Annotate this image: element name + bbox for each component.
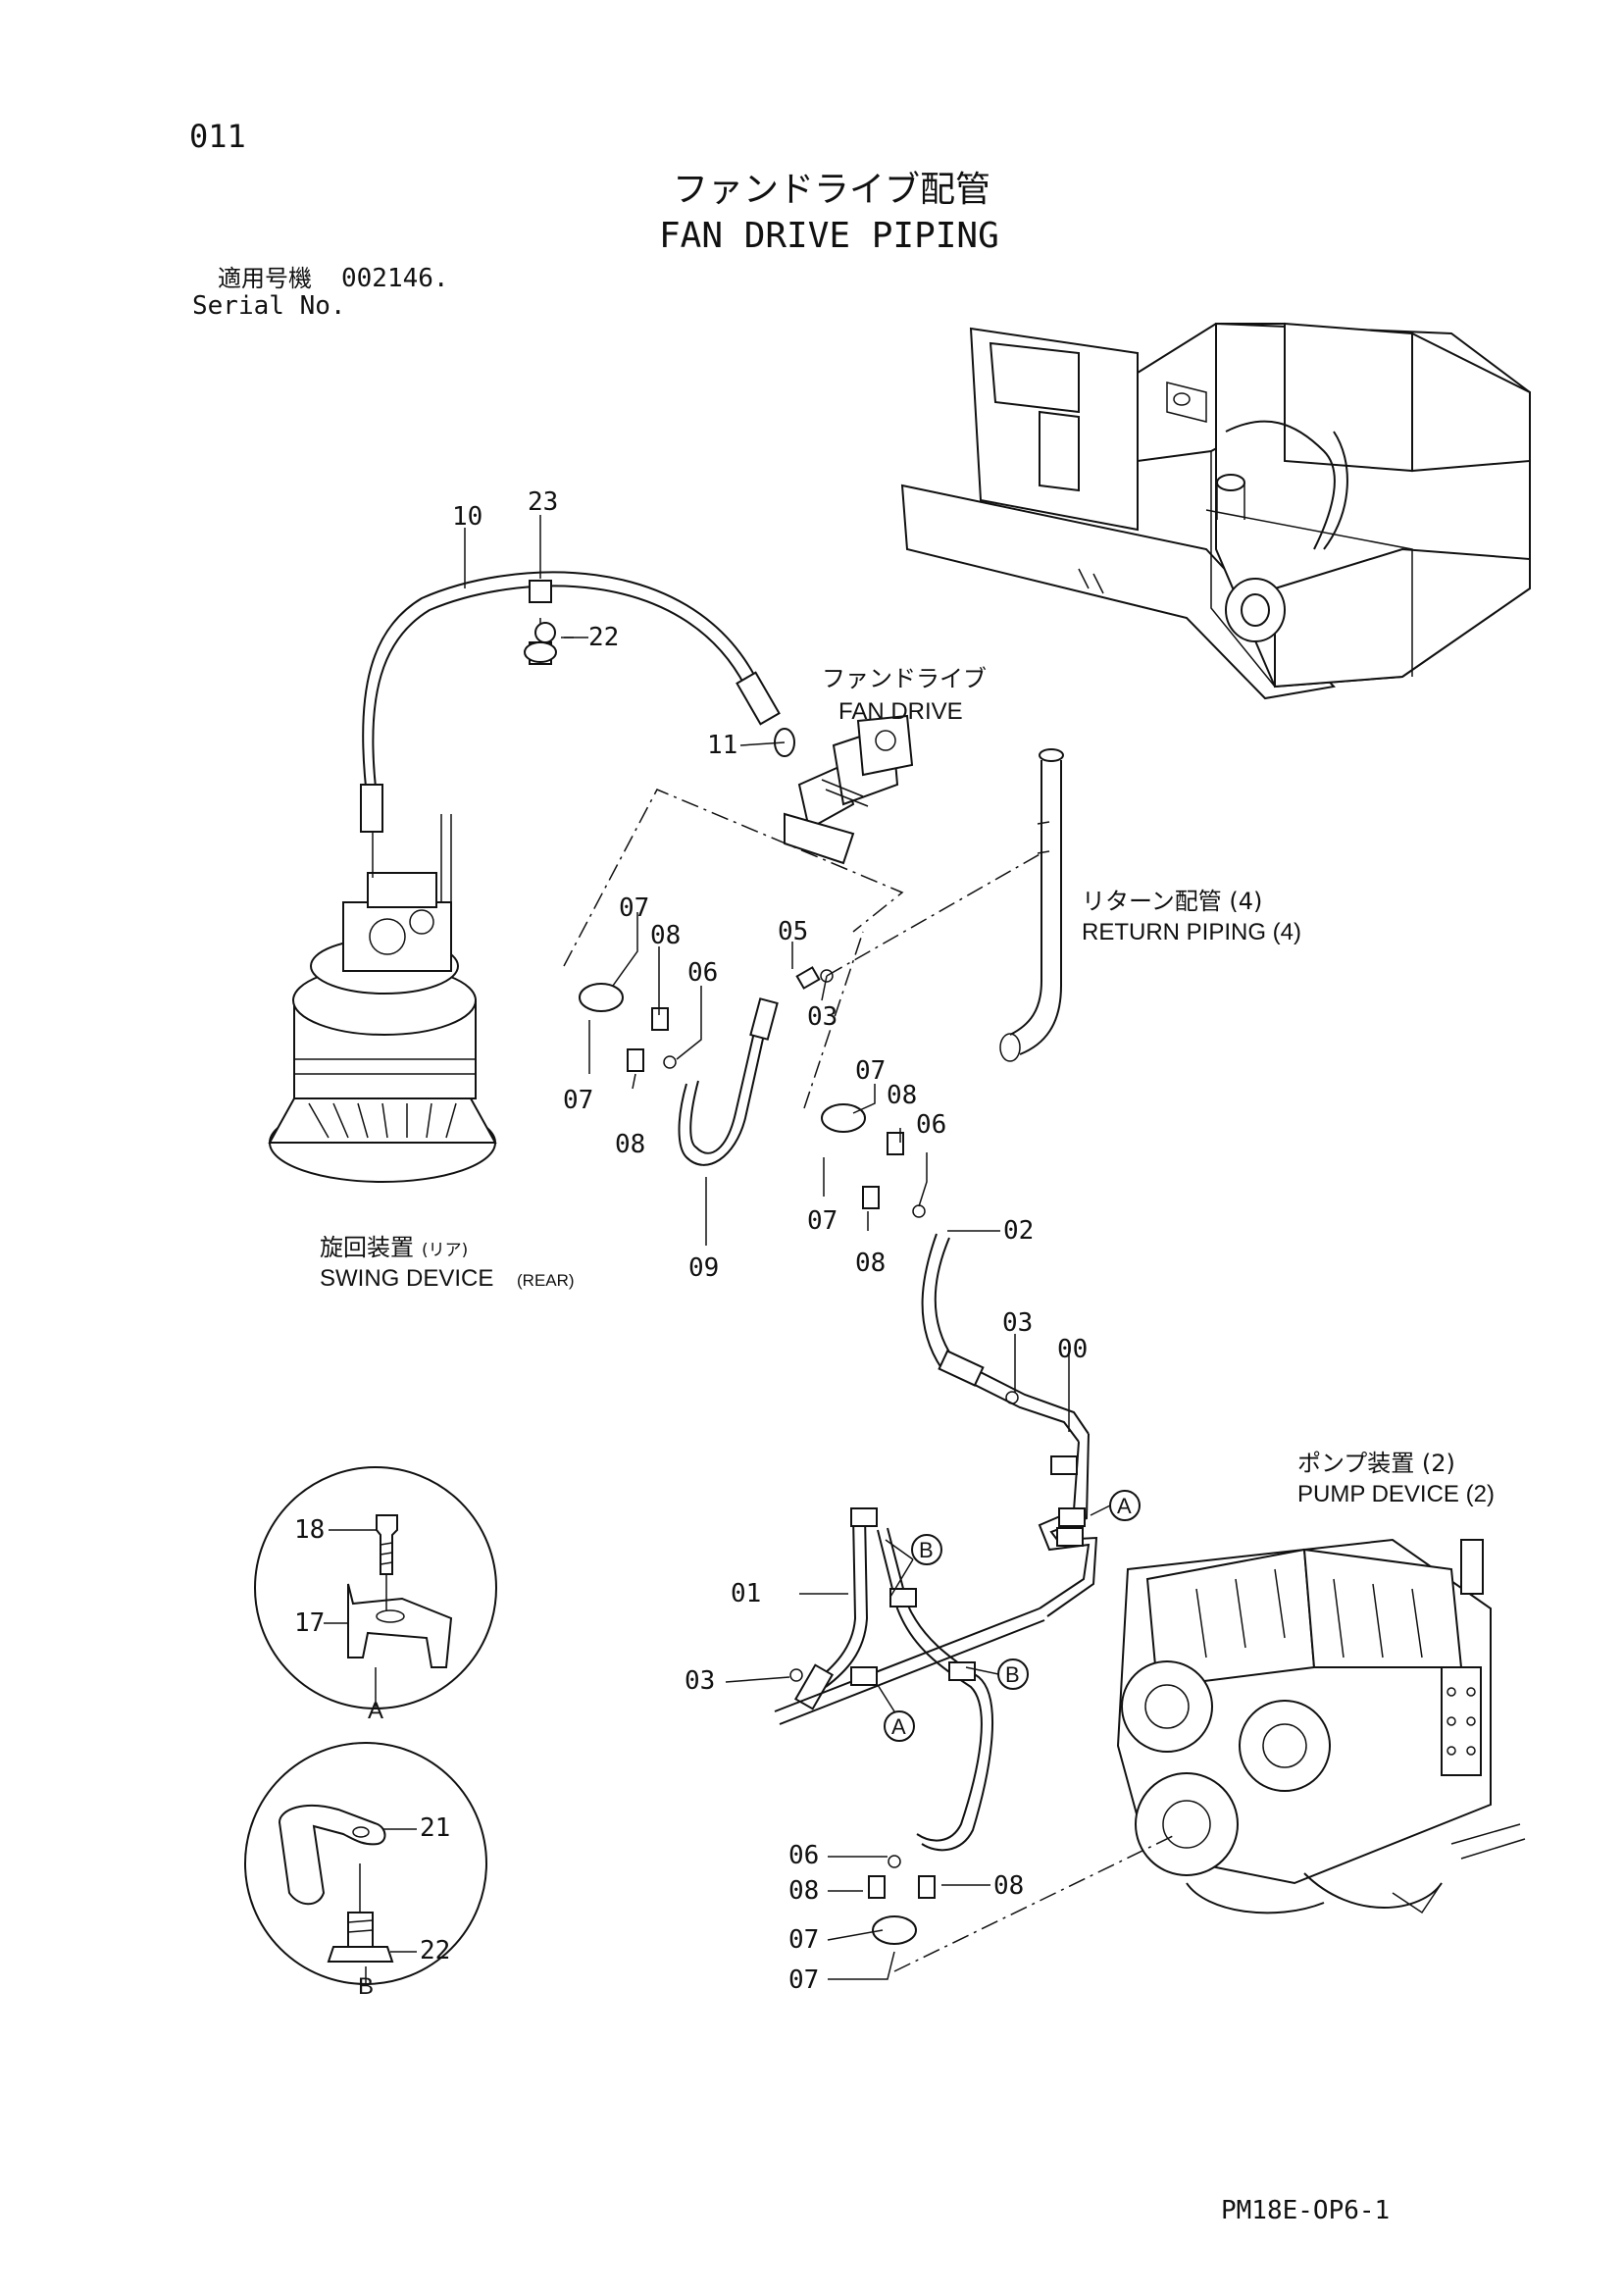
title-en: FAN DRIVE PIPING — [659, 216, 999, 256]
callout-22: 22 — [420, 1936, 450, 1965]
assembly-labels: ファンドライブ FAN DRIVE リターン配管 (4) RETURN PIPI… — [320, 665, 1495, 1507]
detail-view-b: 21 22 B — [244, 1742, 487, 2000]
fan-drive-motor-illustration — [784, 714, 914, 865]
callout-01: 01 — [731, 1579, 761, 1608]
callout-06: 06 — [788, 1841, 819, 1870]
callout-02: 02 — [1003, 1216, 1034, 1246]
callout-23: 23 — [528, 487, 558, 517]
page-number: 011 — [189, 118, 246, 155]
serial-label-jp: 適用号機 — [218, 265, 312, 292]
title-jp: ファンドライブ配管 — [673, 170, 990, 210]
return-pipe-illustration — [999, 748, 1064, 1062]
callout-07: 07 — [788, 1965, 819, 1995]
return-piping-label-en: RETURN PIPING (4) — [1082, 919, 1301, 945]
callout-03: 03 — [1002, 1308, 1033, 1338]
callout-08: 08 — [615, 1130, 645, 1159]
hose-10 — [360, 571, 781, 833]
callout-06: 06 — [687, 958, 718, 988]
serial-label-en: Serial No. — [192, 291, 346, 321]
callout-03: 03 — [685, 1666, 715, 1696]
fittings — [524, 580, 1086, 1945]
fan-drive-label-en: FAN DRIVE — [838, 698, 963, 725]
callout-09: 09 — [688, 1253, 719, 1283]
callout-00: 00 — [1057, 1335, 1088, 1364]
swing-device-label-en-sub: (REAR) — [517, 1271, 575, 1290]
swing-device-label-jp: 旋回装置 — [320, 1234, 414, 1261]
circle-marker-b — [911, 1534, 942, 1565]
marker-text: A — [891, 1714, 906, 1739]
detail-view-a: 18 17 A — [254, 1466, 497, 1724]
fan-drive-label-jp: ファンドライブ — [822, 665, 987, 692]
callout-03: 03 — [807, 1002, 837, 1032]
callout-11: 11 — [707, 731, 737, 760]
callout-08: 08 — [887, 1081, 917, 1110]
callout-07: 07 — [563, 1086, 593, 1115]
marker-text: A — [1117, 1494, 1132, 1518]
pump-device-label-jp: ポンプ装置 (2) — [1297, 1450, 1455, 1477]
callout-21: 21 — [420, 1813, 450, 1843]
return-piping-label-jp: リターン配管 (4) — [1082, 888, 1262, 915]
callout-10: 10 — [452, 502, 482, 532]
swing-device-illustration — [268, 789, 497, 1183]
swing-device-label-en: SWING DEVICE — [320, 1265, 493, 1292]
callout-07: 07 — [788, 1925, 819, 1955]
circle-marker-group: A B B A — [877, 1490, 1141, 1742]
detail-view-b-label: B — [358, 1973, 374, 2000]
pipe-00-02 — [921, 1233, 1098, 1617]
circle-marker-a — [884, 1710, 915, 1742]
marker-text: B — [919, 1538, 934, 1562]
pump-device-illustration — [1116, 1538, 1526, 1914]
callout-18: 18 — [294, 1515, 325, 1545]
callout-08: 08 — [855, 1249, 886, 1278]
document-code: PM18E-OP6-1 — [1221, 2196, 1390, 2225]
callout-06: 06 — [916, 1110, 946, 1140]
callout-08: 08 — [650, 921, 681, 950]
reference-lines — [563, 789, 1178, 1972]
machine-overview-illustration — [900, 322, 1531, 700]
callout-07: 07 — [807, 1206, 837, 1236]
leader-lines — [464, 515, 1070, 1980]
marker-text: B — [1005, 1662, 1020, 1687]
callout-08: 08 — [788, 1876, 819, 1906]
pump-device-label-en: PUMP DEVICE (2) — [1297, 1481, 1495, 1507]
swing-device-label-jp-sub: (リア) — [422, 1241, 468, 1260]
hose-09 — [678, 997, 779, 1166]
callout-22: 22 — [588, 623, 619, 652]
callout-17: 17 — [294, 1608, 325, 1638]
callout-07: 07 — [619, 893, 649, 923]
detail-view-a-label: A — [368, 1698, 383, 1724]
callout-08: 08 — [993, 1871, 1024, 1901]
serial-value: 002146. — [341, 264, 449, 293]
callout-05: 05 — [778, 917, 808, 946]
pipe-01 — [774, 1514, 1045, 1852]
callout-07: 07 — [855, 1056, 886, 1086]
callout-labels: 10 23 22 11 07 08 06 05 03 07 08 09 07 0… — [452, 487, 1088, 1995]
